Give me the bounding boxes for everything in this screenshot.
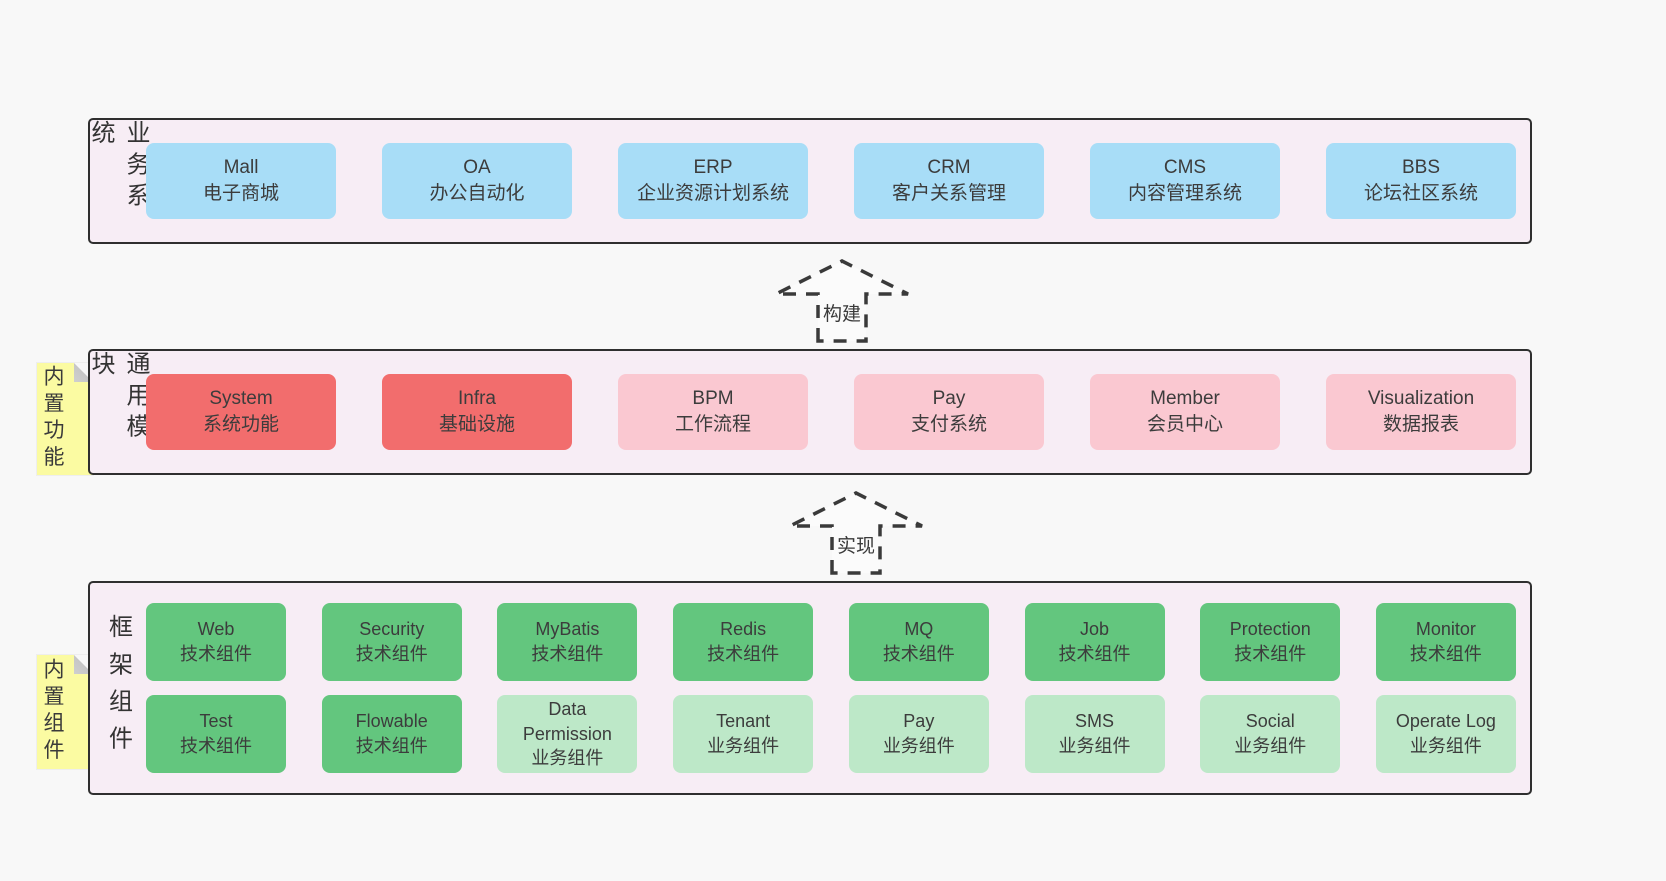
- component-box-flowable: Flowable 技术组件: [321, 695, 462, 773]
- module-box-crm: CRM 客户关系管理: [854, 143, 1044, 219]
- band-framework-components: 框架组件 Web 技术组件 Security 技术组件 MyBatis 技术组件…: [88, 581, 1532, 795]
- box-title: OA: [463, 156, 491, 178]
- module-box-system: System 系统功能: [146, 374, 336, 450]
- box-title: System: [209, 387, 273, 409]
- box-subtitle: 技术组件: [707, 644, 780, 664]
- box-subtitle: 支付系统: [910, 414, 987, 435]
- box-title: Monitor: [1415, 619, 1476, 640]
- box-title: CRM: [927, 156, 971, 178]
- box-title: Protection: [1229, 619, 1311, 640]
- box-subtitle: 办公自动化: [429, 183, 525, 204]
- box-title: Member: [1150, 387, 1220, 409]
- box-subtitle: 内容管理系统: [1127, 183, 1242, 204]
- arrow-label: 实现: [833, 531, 879, 558]
- box-subtitle: 客户关系管理: [891, 183, 1006, 204]
- box-title: Operate Log: [1395, 711, 1496, 732]
- sticky-note-builtin-features: 内置功能: [37, 363, 93, 475]
- module-box-cms: CMS 内容管理系统: [1090, 143, 1280, 219]
- band-label: 通用模块: [87, 351, 149, 445]
- box-subtitle: 系统功能: [202, 414, 279, 435]
- sticky-note-label: 内置功能: [41, 365, 64, 473]
- component-box-operate-log: Operate Log 业务组件: [1375, 695, 1516, 773]
- box-title: Mall: [223, 156, 259, 178]
- component-box-tenant: Tenant 业务组件: [673, 695, 814, 773]
- band-label: 框架组件: [104, 613, 132, 763]
- component-box-data-permission: Data Permission 业务组件: [497, 695, 638, 773]
- component-box-mq: MQ 技术组件: [848, 603, 989, 681]
- module-box-bpm: BPM 工作流程: [618, 374, 808, 450]
- box-subtitle: 工作流程: [674, 414, 751, 435]
- component-box-test: Test 技术组件: [146, 695, 286, 773]
- component-box-monitor: Monitor 技术组件: [1375, 603, 1516, 681]
- module-box-infra: Infra 基础设施: [382, 374, 572, 450]
- box-subtitle: 业务组件: [531, 748, 604, 769]
- box-title: Infra: [457, 387, 497, 409]
- band-business-systems: 业务系统 Mall 电子商城 OA 办公自动化 ERP 企业资源计划系统 CRM…: [87, 118, 1532, 244]
- box-title: CMS: [1163, 156, 1207, 178]
- component-box-sms: SMS 业务组件: [1024, 695, 1165, 773]
- box-subtitle: 技术组件: [180, 644, 252, 664]
- box-title: ERP: [693, 156, 733, 178]
- sticky-note-label: 内置组件: [41, 658, 64, 766]
- arrow-label: 构建: [819, 299, 865, 326]
- module-box-pay: Pay 支付系统: [854, 374, 1044, 450]
- box-title: Tenant: [716, 711, 771, 732]
- box-subtitle: 电子商城: [202, 183, 279, 204]
- component-box-security: Security 技术组件: [321, 603, 462, 681]
- band-label: 业务系统: [87, 120, 149, 214]
- box-title: Flowable: [355, 711, 428, 732]
- box-subtitle: 技术组件: [1409, 644, 1482, 664]
- box-title: BPM: [692, 387, 734, 409]
- component-box-redis: Redis 技术组件: [673, 603, 814, 681]
- box-title: BBS: [1401, 156, 1441, 178]
- component-box-protection: Protection 技术组件: [1200, 603, 1341, 681]
- box-title: Visualization: [1367, 387, 1475, 409]
- box-subtitle: 技术组件: [531, 644, 604, 664]
- box-title: Security: [359, 619, 425, 640]
- component-box-job: Job 技术组件: [1024, 603, 1165, 681]
- module-box-visualization: Visualization 数据报表: [1326, 374, 1516, 450]
- box-title: Pay: [903, 711, 935, 732]
- sticky-note-builtin-components: 内置组件: [37, 655, 93, 769]
- box-title: Job: [1080, 619, 1110, 640]
- box-subtitle: 数据报表: [1382, 414, 1459, 435]
- component-box-mybatis: MyBatis 技术组件: [497, 603, 638, 681]
- module-box-erp: ERP 企业资源计划系统: [618, 143, 808, 219]
- box-title: Data Permission: [522, 698, 612, 744]
- implement-arrow-icon: 实现: [786, 489, 926, 575]
- box-subtitle: 技术组件: [355, 736, 428, 756]
- box-title: Redis: [720, 619, 767, 640]
- box-subtitle: 基础设施: [438, 414, 515, 435]
- box-title: SMS: [1075, 711, 1115, 732]
- module-box-member: Member 会员中心: [1090, 374, 1280, 450]
- box-subtitle: 业务组件: [707, 736, 780, 756]
- box-subtitle: 业务组件: [1409, 736, 1482, 756]
- box-subtitle: 技术组件: [882, 644, 955, 664]
- box-subtitle: 技术组件: [1058, 644, 1131, 664]
- build-arrow-icon: 构建: [772, 257, 912, 343]
- box-subtitle: 业务组件: [882, 736, 955, 756]
- box-subtitle: 业务组件: [1234, 736, 1307, 756]
- component-box-web: Web 技术组件: [146, 603, 286, 681]
- box-title: Social: [1245, 711, 1295, 732]
- band-common-modules: 通用模块 System 系统功能 Infra 基础设施 BPM 工作流程 Pay…: [87, 349, 1532, 475]
- box-subtitle: 论坛社区系统: [1363, 183, 1478, 204]
- module-box-mall: Mall 电子商城: [146, 143, 336, 219]
- box-title: Pay: [932, 387, 966, 409]
- module-box-oa: OA 办公自动化: [382, 143, 572, 219]
- module-box-bbs: BBS 论坛社区系统: [1326, 143, 1516, 219]
- box-subtitle: 企业资源计划系统: [636, 183, 789, 204]
- box-title: Test: [199, 711, 233, 732]
- box-title: MQ: [904, 619, 934, 640]
- box-subtitle: 会员中心: [1146, 414, 1223, 435]
- box-subtitle: 技术组件: [355, 644, 428, 664]
- box-subtitle: 技术组件: [180, 736, 252, 756]
- component-box-social: Social 业务组件: [1200, 695, 1341, 773]
- box-title: Web: [197, 619, 235, 640]
- component-box-pay: Pay 业务组件: [848, 695, 989, 773]
- box-title: MyBatis: [535, 619, 600, 640]
- box-subtitle: 业务组件: [1058, 736, 1131, 756]
- box-subtitle: 技术组件: [1234, 644, 1307, 664]
